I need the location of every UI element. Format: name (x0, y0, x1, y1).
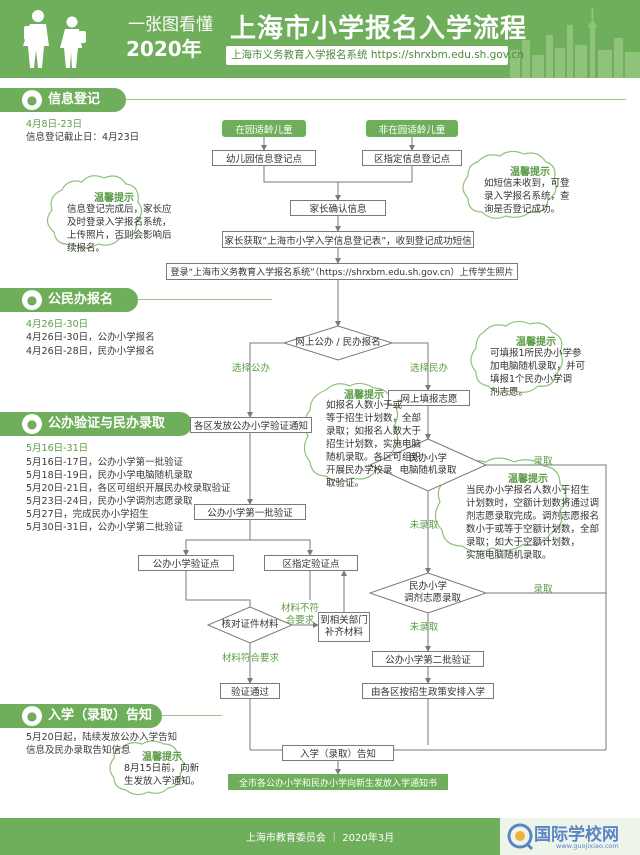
decision-check-materials (206, 606, 294, 644)
node-check-materials: 核对证件材料 (221, 619, 279, 630)
person-icon: ● (22, 706, 42, 726)
label-admitted: 录取 (533, 584, 553, 595)
section4-line: 信息及民办录取告知信息 (26, 745, 131, 756)
header-year: 2020年 (126, 37, 202, 61)
section3-line: 5月30日-31日，公办小学第二批验证 (26, 522, 184, 533)
node-login-upload: 登录“上海市义务教育入学报名系统”（https://shrxbm.edu.sh.… (166, 263, 518, 280)
tip-body: 如短信未收到，可登 录入学报名系统，查 询是否登记成功。 (484, 178, 570, 215)
decision-private-adjust (368, 572, 488, 614)
label-materials-not-ok: 材料不符 合要求 (280, 603, 319, 626)
section2-dates: 4月26日-30日 (26, 319, 89, 330)
tip-title: 温馨提示 (516, 337, 556, 348)
node-admission-notice: 入学（录取）告知 (282, 745, 394, 761)
node-all-schools-notice: 全市各公办小学和民办小学向新生发放入学通知书 (228, 774, 448, 790)
section4-line: 5月20日起，陆续发放公办入学告知 (26, 732, 178, 743)
person-icon: ● (22, 414, 42, 434)
tip-body: 信息登记完成后，家长应 及时登录入学报名系统， 上传照片，否则会影响后 续报名。 (67, 204, 172, 254)
section3-line: 5月16日-17日，公办小学第一批验证 (26, 457, 184, 468)
section2-line: 4月26日-28日，民办小学报名 (26, 346, 155, 357)
tip-cloud-1 (46, 175, 143, 249)
section3-line: 5月23日-24日，民办小学调剂志愿录取 (26, 496, 193, 507)
node-notice-verify: 各区发放公办小学验证通知 (190, 417, 312, 433)
node-fill-wish: 网上填报志愿 (388, 390, 470, 406)
node-public-verify-point: 公办小学验证点 (138, 555, 234, 571)
tip-title: 温馨提示 (508, 474, 548, 485)
tip-body: 8月15日前，向新 生发放入学通知。 (124, 763, 201, 787)
tip-title: 温馨提示 (510, 167, 550, 178)
tip-cloud-2 (462, 150, 557, 219)
watermark-url: www.guojixiao.com (556, 842, 619, 850)
label-choose-private: 选择民办 (409, 363, 448, 374)
page-title: 上海市小学报名入学流程 (230, 14, 528, 44)
label-admitted: 录取 (533, 456, 553, 467)
system-url: 上海市义务教育入学报名系统 https://shrxbm.edu.sh.gov.… (226, 46, 524, 65)
tip-body: 可填报1所民办小学参 加电脑随机录取，并可 填报1个民办小学调 剂志愿。 (490, 348, 586, 398)
section3-line: 5月27日，完成民办小学招生 (26, 509, 149, 520)
tip-cloud-6 (109, 740, 185, 796)
flow-connectors (46, 137, 607, 796)
tip-cloud-5 (434, 457, 567, 553)
watermark-text: 国际学校网 (534, 825, 619, 845)
node-district-arrange: 由各区按招生政策安排入学 (362, 683, 494, 699)
section2-line: 4月26日-30日，公办小学报名 (26, 332, 155, 343)
person-icon: ● (22, 90, 42, 110)
node-first-verify: 公办小学第一批验证 (194, 504, 306, 520)
node-online-apply: 网上公办 / 民办报名 (295, 337, 381, 348)
node-supplement: 到相关部门 补齐材料 (318, 612, 370, 642)
section3-dates: 5月16日-31日 (26, 443, 89, 454)
children-icon (23, 10, 86, 68)
section3-line: 5月18日-19日，民办小学电脑随机录取 (26, 470, 193, 481)
node-in-kindergarten: 在园适龄儿童 (222, 120, 306, 137)
label-not-admitted: 未录取 (409, 622, 439, 633)
tip-title: 温馨提示 (142, 752, 182, 763)
label-not-admitted: 未录取 (409, 520, 439, 531)
node-private-lottery: 民办小学 电脑随机录取 (399, 453, 457, 476)
decision-private-lottery (368, 438, 488, 492)
footer-text: 上海市教育委员会 ｜ 2020年3月 (245, 833, 395, 844)
node-sms-confirm: 家长获取“上海市小学入学信息登记表”，收到登记成功短信 (222, 231, 474, 248)
node-parent-confirm: 家长确认信息 (290, 200, 386, 216)
person-icon: ● (22, 290, 42, 310)
node-verify-pass: 验证通过 (220, 683, 280, 699)
node-district-register: 区指定信息登记点 (362, 150, 462, 166)
label-choose-public: 选择公办 (231, 363, 270, 374)
section3-line: 5月20日-21日，各区可组织开展民办校录取验证 (26, 483, 231, 494)
section1-note: 信息登记截止日：4月23日 (26, 132, 140, 143)
node-district-verify-point: 区指定验证点 (264, 555, 358, 571)
tip-title: 温馨提示 (344, 390, 384, 401)
tip-cloud-3 (470, 320, 563, 393)
node-kg-register: 幼儿园信息登记点 (212, 150, 316, 166)
tip-body: 当民办小学报名人数小于招生 计划数时，空额计划数将通过调 剂志愿录取完成。调剂志… (466, 485, 600, 561)
node-private-adjust: 民办小学 调剂志愿录取 (404, 581, 462, 604)
node-not-in-kindergarten: 非在园适龄儿童 (366, 120, 458, 137)
page-header: 一张图看懂 2020年 上海市小学报名入学流程 上海市义务教育入学报名系统 ht… (0, 0, 640, 78)
node-second-verify: 公办小学第二批验证 (372, 651, 484, 667)
header-subtitle: 一张图看懂 (128, 15, 213, 35)
tip-title: 温馨提示 (94, 193, 134, 204)
watermark-logo-icon (500, 818, 640, 855)
tip-body: 如报名人数小于或 等于招生计划数，全部 录取；如报名人数大于 招生计划数，实施电… (326, 400, 422, 489)
label-materials-ok: 材料符合要求 (222, 653, 280, 664)
section1-dates: 4月8日-23日 (26, 119, 83, 130)
decision-online-apply (282, 325, 394, 361)
city-skyline-icon (510, 8, 640, 78)
tip-cloud-4 (303, 382, 399, 483)
